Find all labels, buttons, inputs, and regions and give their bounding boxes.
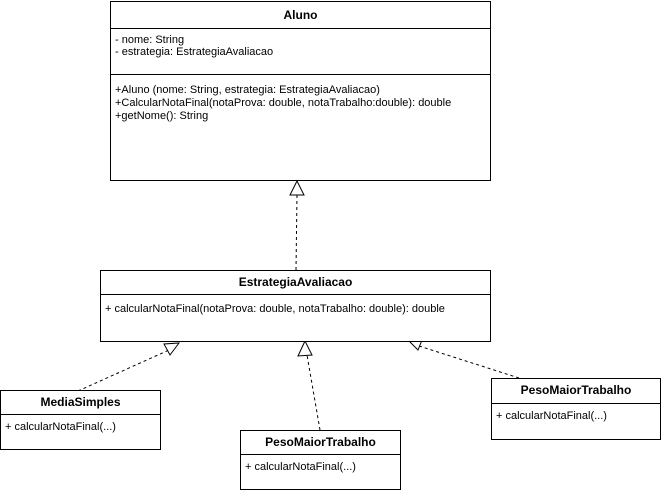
realization-arrowhead-aluno: [289, 179, 305, 196]
class-aluno-methods: +Aluno (nome: String, estrategia: Estrat…: [111, 75, 490, 123]
class-media-simples[interactable]: MediaSimples + calcularNotaFinal(...): [0, 390, 161, 450]
class-aluno-divider: [111, 74, 490, 75]
class-mediasimples-name: MediaSimples: [1, 391, 160, 415]
class-aluno-name: Aluno: [111, 2, 490, 29]
relation-estrategia-to-aluno: [295, 194, 298, 271]
relation-pesomaior-center-to-estrategia: [306, 354, 321, 431]
class-estrategia-methods: + calcularNotaFinal(notaProva: double, n…: [101, 295, 490, 315]
class-mediasimples-methods: + calcularNotaFinal(...): [1, 415, 160, 433]
class-estrategia-name: EstrategiaAvaliacao: [101, 271, 490, 295]
relation-mediasimples-to-estrategia: [77, 349, 170, 392]
class-pesomaior-right-methods: + calcularNotaFinal(...): [492, 404, 660, 422]
method-constructor: +Aluno (nome: String, estrategia: Estrat…: [115, 84, 380, 96]
realization-arrowhead-pesomaior-center: [297, 339, 313, 357]
method-calcular-nota-final: +CalcularNotaFinal(notaProva: double, no…: [115, 97, 452, 109]
class-pesomaior-center-name: PesoMaiorTrabalho: [241, 431, 400, 455]
class-estrategia-avaliacao[interactable]: EstrategiaAvaliacao + calcularNotaFinal(…: [100, 270, 491, 342]
attribute-nome: - nome: String: [115, 34, 185, 46]
class-peso-maior-trabalho-center[interactable]: PesoMaiorTrabalho + calcularNotaFinal(..…: [240, 430, 401, 490]
class-pesomaior-right-name: PesoMaiorTrabalho: [492, 379, 660, 404]
class-aluno-attributes: - nome: String - estrategia: EstrategiaA…: [111, 29, 490, 74]
method-get-nome: +getNome(): String: [115, 110, 209, 122]
realization-arrowhead-mediasimples: [163, 342, 181, 356]
method-calcular-nota-final: + calcularNotaFinal(...): [496, 410, 607, 422]
method-calcular-nota-final: + calcularNotaFinal(...): [5, 421, 116, 433]
attribute-estrategia: - estrategia: EstrategiaAvaliacao: [115, 46, 274, 58]
method-calcular-nota-final: + calcularNotaFinal(notaProva: double, n…: [105, 303, 445, 315]
class-peso-maior-trabalho-right[interactable]: PesoMaiorTrabalho + calcularNotaFinal(..…: [491, 378, 661, 440]
method-calcular-nota-final: + calcularNotaFinal(...): [245, 461, 356, 473]
relation-pesomaior-right-to-estrategia: [418, 345, 520, 379]
class-aluno[interactable]: Aluno - nome: String - estrategia: Estra…: [110, 1, 491, 181]
class-pesomaior-center-methods: + calcularNotaFinal(...): [241, 455, 400, 473]
